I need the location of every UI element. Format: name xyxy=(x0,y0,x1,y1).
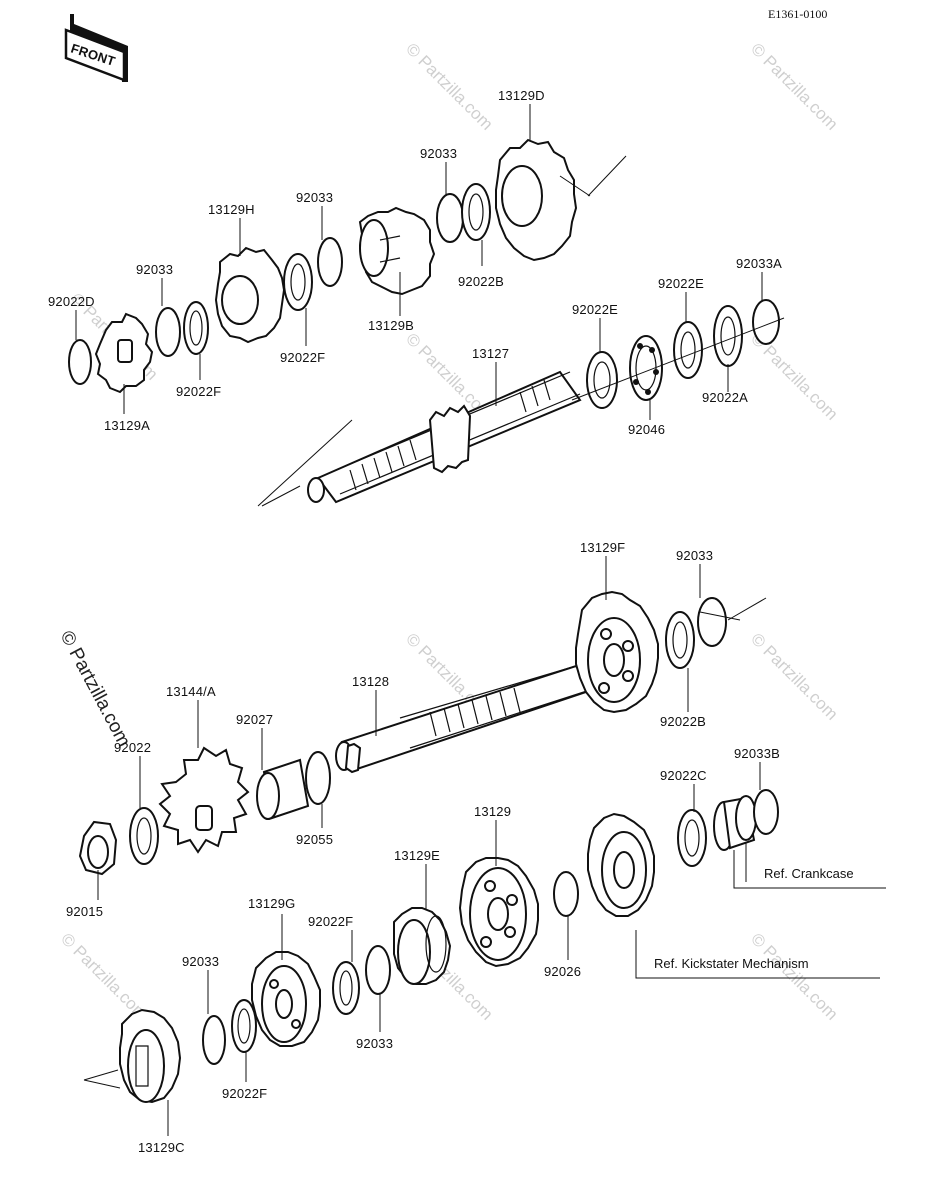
label-92022[interactable]: 92022 xyxy=(114,740,151,755)
gear-13129B xyxy=(358,206,436,296)
gear-13129 xyxy=(458,857,539,968)
label-92033-low[interactable]: 92033 xyxy=(356,1036,393,1051)
watermark-tile: © Partzilla.com xyxy=(57,929,151,1023)
label-92022F-low[interactable]: 92022F xyxy=(308,914,353,929)
label-92026[interactable]: 92026 xyxy=(544,964,581,979)
front-arrow-badge: FRONT xyxy=(64,14,128,82)
label-13129A[interactable]: 13129A xyxy=(104,418,150,433)
collar-92027 xyxy=(256,758,310,820)
circlip-92033A xyxy=(752,299,780,345)
circlip-92033B xyxy=(753,789,779,835)
label-13129B[interactable]: 13129B xyxy=(368,318,414,333)
watermark-tile: © Partzilla.com xyxy=(747,929,841,1023)
ref-kickstarter: Ref. Kickstater Mechanism xyxy=(654,956,809,971)
washer-92022F-low xyxy=(332,961,360,1015)
label-92046[interactable]: 92046 xyxy=(628,422,665,437)
bearing-92046 xyxy=(629,335,663,401)
label-92022D[interactable]: 92022D xyxy=(48,294,95,309)
label-92022F-bl[interactable]: 92022F xyxy=(222,1086,267,1101)
label-92033B[interactable]: 92033B xyxy=(734,746,780,761)
washer-92022B-out xyxy=(665,611,695,669)
label-92015[interactable]: 92015 xyxy=(66,904,103,919)
washer-92022E-left xyxy=(586,351,618,409)
label-92027[interactable]: 92027 xyxy=(236,712,273,727)
washer-92022F-bl xyxy=(231,999,257,1053)
gear-13129D xyxy=(495,138,627,262)
label-92022A[interactable]: 92022A xyxy=(702,390,748,405)
circlip-92033-bl xyxy=(202,1015,226,1065)
label-92033-bl[interactable]: 92033 xyxy=(182,954,219,969)
washer-92026 xyxy=(553,871,579,917)
washer-92022F-left xyxy=(183,301,209,355)
ref-crankcase: Ref. Crankcase xyxy=(764,866,854,881)
washer-92022C xyxy=(677,809,707,867)
diagram-code: E1361-0100 xyxy=(768,7,827,21)
label-92022E-left[interactable]: 92022E xyxy=(572,302,618,317)
leader-lines xyxy=(75,104,763,1136)
gear-13129G xyxy=(251,951,321,1047)
output-shaft-13128 xyxy=(335,664,594,774)
gear-13129H xyxy=(214,246,286,344)
label-92033-mid[interactable]: 92033 xyxy=(296,190,333,205)
circlip-92033-top xyxy=(436,193,464,243)
washer-92022F-mid xyxy=(283,253,313,311)
label-13128[interactable]: 13128 xyxy=(352,674,389,689)
gear-13129E xyxy=(393,907,452,985)
washer-92022B-top xyxy=(461,183,491,241)
washer-92022D xyxy=(68,339,92,385)
label-13129G[interactable]: 13129G xyxy=(248,896,295,911)
gear-13129A xyxy=(94,312,154,394)
oring-92055 xyxy=(305,751,331,805)
label-13129F[interactable]: 13129F xyxy=(580,540,625,555)
label-92033-top[interactable]: 92033 xyxy=(420,146,457,161)
label-13129D[interactable]: 13129D xyxy=(498,88,545,103)
circlip-92033-left xyxy=(155,307,181,357)
watermark-main: © Partzilla.com xyxy=(56,627,135,750)
gear-13129F xyxy=(575,590,659,714)
label-92033-out[interactable]: 92033 xyxy=(676,548,713,563)
label-92022F-left[interactable]: 92022F xyxy=(176,384,221,399)
label-92055[interactable]: 92055 xyxy=(296,832,333,847)
label-13144A[interactable]: 13144/A xyxy=(166,684,216,699)
watermark-tiles: © Partzilla.com © Partzilla.com © Partzi… xyxy=(57,39,841,1023)
nut-92015 xyxy=(78,820,118,876)
label-92022B-out[interactable]: 92022B xyxy=(660,714,706,729)
label-13127[interactable]: 13127 xyxy=(472,346,509,361)
kickstarter-gear xyxy=(587,812,655,917)
circlip-92033-out xyxy=(697,597,727,647)
label-92033A[interactable]: 92033A xyxy=(736,256,782,271)
label-92033-left[interactable]: 92033 xyxy=(136,262,173,277)
label-92022E-right[interactable]: 92022E xyxy=(658,276,704,291)
circlip-92033-mid xyxy=(317,237,343,287)
label-13129H[interactable]: 13129H xyxy=(208,202,255,217)
label-13129[interactable]: 13129 xyxy=(474,804,511,819)
sprocket-13144A xyxy=(158,746,250,854)
watermark-tile: © Partzilla.com xyxy=(402,39,496,133)
watermark-tile: © Partzilla.com xyxy=(747,629,841,723)
input-shaft-13127 xyxy=(257,370,582,507)
label-13129C[interactable]: 13129C xyxy=(138,1140,185,1155)
washer-92022E-right xyxy=(673,321,703,379)
washer-92022 xyxy=(129,807,159,865)
label-92022C[interactable]: 92022C xyxy=(660,768,707,783)
needle-bearing xyxy=(713,795,757,851)
label-92022F-mid[interactable]: 92022F xyxy=(280,350,325,365)
label-92022B-top[interactable]: 92022B xyxy=(458,274,504,289)
circlip-92033-low xyxy=(365,945,391,995)
watermark-tile: © Partzilla.com xyxy=(747,39,841,133)
label-13129E[interactable]: 13129E xyxy=(394,848,440,863)
part-labels: 13129D 92033 92022B 92033 13129H 13129B … xyxy=(48,88,854,1155)
gear-13129C xyxy=(83,1008,182,1104)
